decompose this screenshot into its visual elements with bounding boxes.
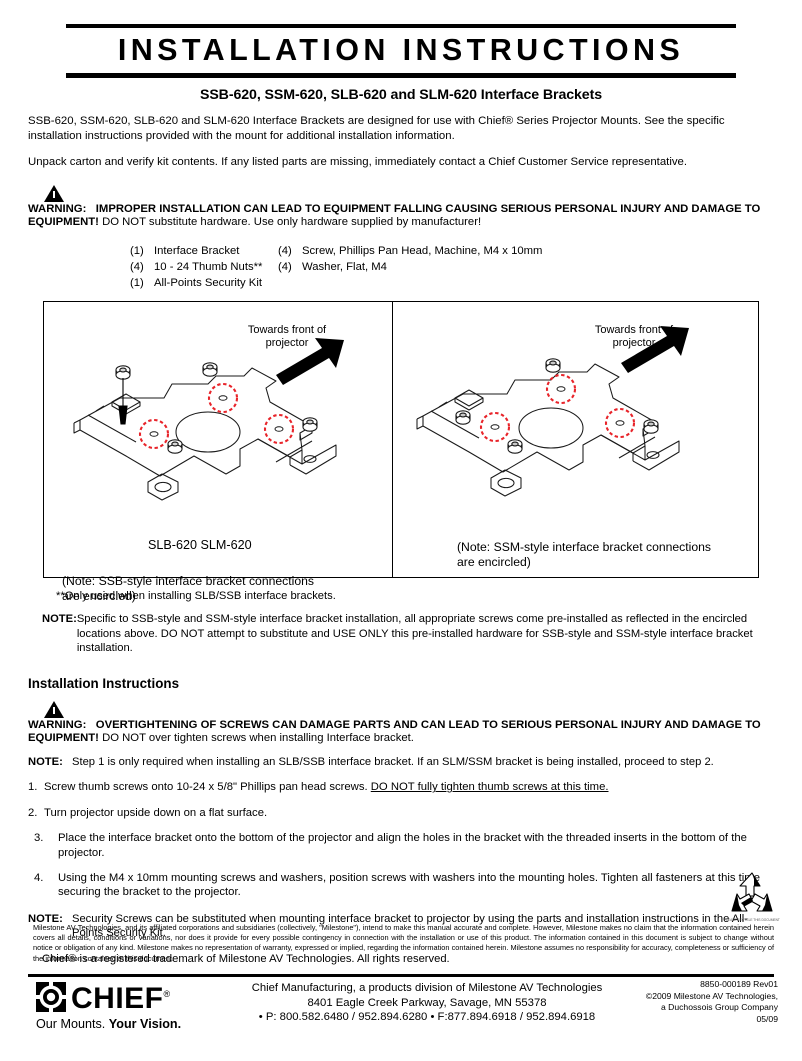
warning-label-2: WARNING: bbox=[28, 718, 87, 731]
note-label: NOTE: bbox=[28, 912, 63, 925]
parts-row: (1) Interface Bracket (4) Screw, Phillips … bbox=[130, 244, 774, 260]
intro-paragraph-1: SSB-620, SSM-620, SLB-620 and SLM-620 In… bbox=[28, 115, 725, 143]
step-number: 2. bbox=[28, 806, 38, 819]
footer-document-info: 8850-000189 Rev01 ©2009 Milestone AV Tec… bbox=[606, 979, 778, 1025]
figure-note-left: (Note: SSB-style interface bracket conne… bbox=[62, 574, 314, 604]
step-item: 1. Screw thumb screws onto 10-24 x 5/8" … bbox=[28, 780, 774, 794]
bracket-drawing-right bbox=[416, 326, 689, 497]
step-text: Turn projector upside down on a flat sur… bbox=[44, 806, 268, 819]
part-qty: (4) bbox=[278, 245, 292, 258]
recycle-icon: PLEASE RECYCLE THIS DOCUMENT bbox=[724, 872, 780, 922]
note-text: Security Screws can be substituted when … bbox=[72, 912, 748, 940]
note-text: Specific to SSB-style and SSM-style inte… bbox=[76, 613, 753, 655]
note-label: NOTE: bbox=[42, 613, 77, 626]
company-phone-line: • P: 800.582.6480 / 952.894.6280 • F:877… bbox=[258, 1011, 596, 1024]
part-qty: (4) bbox=[278, 261, 292, 274]
thumb-screw-callout bbox=[118, 378, 128, 425]
part-name: Interface Bracket bbox=[154, 245, 240, 258]
part-qty: (1) bbox=[130, 276, 144, 289]
warning-block-2: WARNING: OVERTIGHTENING OF SCREWS CAN DA… bbox=[28, 700, 774, 746]
part-name: 10 - 24 Thumb Nuts** bbox=[154, 261, 263, 274]
recycle-caption: PLEASE RECYCLE THIS DOCUMENT bbox=[724, 918, 780, 922]
title-rule-top bbox=[66, 24, 736, 28]
part-name: Screw, Phillips Pan Head, Machine, M4 x … bbox=[302, 245, 543, 258]
step-item: 3. Place the interface bracket onto the … bbox=[28, 831, 774, 860]
page-subtitle: SSB-620, SSM-620, SLB-620 and SLM-620 In… bbox=[199, 87, 603, 103]
front-direction-arrow-icon bbox=[621, 326, 689, 374]
step-text: Place the interface bracket onto the bot… bbox=[58, 832, 747, 859]
chief-logo-mark-icon bbox=[36, 981, 66, 1012]
parts-row: (1) All-Points Security Kit bbox=[130, 276, 774, 292]
chief-logo: CHIEF® Our Mounts. Your Vision. bbox=[28, 979, 248, 1031]
warning-bold-1: IMPROPER INSTALLATION CAN LEAD TO EQUIPM… bbox=[28, 202, 761, 229]
step-text: Screw thumb screws onto 10-24 x 5/8" Phi… bbox=[44, 781, 371, 794]
parts-list: (1) Interface Bracket (4) Screw, Phillips … bbox=[28, 244, 774, 291]
company-address-line: 8401 Eagle Creek Parkway, Savage, MN 553… bbox=[307, 996, 547, 1009]
document-number: 8850-000189 Rev01 bbox=[700, 979, 778, 989]
figure-caption-left: SLB-620 SLM-620 bbox=[148, 538, 252, 553]
registered-mark: ® bbox=[163, 989, 171, 999]
figure-panel-ssb-ssm: Towards front of projector bbox=[393, 302, 758, 577]
connection-highlight-circle bbox=[138, 383, 295, 450]
warning-text-2: WARNING: OVERTIGHTENING OF SCREWS CAN DA… bbox=[28, 719, 774, 746]
note-block-1: NOTE: Specific to SSB-style and SSM-styl… bbox=[28, 612, 774, 656]
warning-block-1: WARNING: IMPROPER INSTALLATION CAN LEAD … bbox=[28, 184, 774, 230]
date-code: 05/09 bbox=[756, 1013, 778, 1024]
document-page: INSTALLATION INSTRUCTIONS SSB-620, SSM-6… bbox=[0, 24, 802, 1061]
part-qty: (1) bbox=[130, 245, 144, 258]
figure-arrow-label: Towards front of projector bbox=[247, 324, 327, 350]
copyright-line-1: ©2009 Milestone AV Technologies, bbox=[645, 990, 778, 1001]
figure-panel-slb-slm: Towards front of projector bbox=[44, 302, 393, 603]
chief-logo-wordmark: CHIEF bbox=[71, 982, 164, 1015]
note-block-3: NOTE: Security Screws can be substituted… bbox=[28, 912, 774, 941]
hardware-fastener bbox=[115, 362, 318, 454]
legal-disclaimer: Milestone AV Technologies, and its affil… bbox=[33, 923, 774, 963]
thumb-nut-footnote: **Only used when installing SLB/SSB inte… bbox=[56, 590, 336, 603]
warning-bold-2: OVERTIGHTENING OF SCREWS CAN DAMAGE PART… bbox=[28, 718, 761, 745]
figure-arrow-label: Towards front of projector bbox=[594, 324, 673, 350]
note-text: Step 1 is only required when installing … bbox=[72, 755, 714, 768]
step-text-underlined: DO NOT fully tighten thumb screws at thi… bbox=[370, 781, 609, 794]
title-rule-bottom bbox=[66, 73, 736, 78]
part-qty: (4) bbox=[130, 261, 144, 274]
warning-normal-1: DO NOT substitute hardware. Use only har… bbox=[102, 216, 482, 229]
intro-paragraph-2: Unpack carton and verify kit contents. I… bbox=[28, 156, 688, 169]
front-direction-arrow-icon bbox=[276, 338, 344, 386]
step-item: 2. Turn projector upside down on a flat … bbox=[28, 806, 774, 820]
step-number: 4. bbox=[34, 872, 44, 885]
trademark-line: Chief® is a registered trademark of Mile… bbox=[42, 953, 450, 966]
hardware-fastener bbox=[455, 358, 659, 454]
chief-tagline: Our Mounts. Your Vision. bbox=[36, 1017, 248, 1031]
figure-note-right: (Note: SSM-style interface bracket conne… bbox=[457, 540, 712, 570]
figure-panel-group: Towards front of projector bbox=[43, 301, 759, 603]
step-item: 4. Using the M4 x 10mm mounting screws a… bbox=[28, 871, 774, 900]
bracket-drawing-left bbox=[73, 338, 344, 501]
note-label: NOTE: bbox=[28, 755, 63, 768]
step-number: 1. bbox=[28, 781, 38, 794]
warning-triangle-icon bbox=[44, 700, 64, 718]
copyright-line-2: a Duchossois Group Company bbox=[660, 1002, 778, 1013]
tagline-part-1: Our Mounts. bbox=[36, 1017, 106, 1031]
page-footer: CHIEF® Our Mounts. Your Vision. Chief Ma… bbox=[28, 979, 778, 1031]
note-block-2: NOTE: Step 1 is only required when insta… bbox=[28, 755, 774, 770]
section-heading-installation: Installation Instructions bbox=[28, 675, 180, 691]
part-name: All-Points Security Kit bbox=[154, 276, 262, 289]
warning-text-1: WARNING: IMPROPER INSTALLATION CAN LEAD … bbox=[28, 203, 774, 230]
footer-company-info: Chief Manufacturing, a products division… bbox=[248, 979, 606, 1025]
page-title: INSTALLATION INSTRUCTIONS bbox=[117, 33, 685, 67]
warning-normal-2: DO NOT over tighten screws when installi… bbox=[102, 732, 414, 745]
warning-triangle-icon bbox=[44, 184, 64, 202]
warning-label-1: WARNING: bbox=[28, 202, 87, 215]
connection-highlight-circle bbox=[479, 374, 636, 443]
footer-rule bbox=[28, 974, 774, 977]
parts-row: (4) 10 - 24 Thumb Nuts** (4) Washer, Flat,… bbox=[130, 260, 774, 276]
step-text: Using the M4 x 10mm mounting screws and … bbox=[58, 872, 760, 899]
part-name: Washer, Flat, M4 bbox=[302, 261, 387, 274]
tagline-part-2: Your Vision. bbox=[108, 1017, 182, 1031]
company-name-line: Chief Manufacturing, a products division… bbox=[251, 982, 603, 994]
step-number: 3. bbox=[34, 832, 44, 845]
